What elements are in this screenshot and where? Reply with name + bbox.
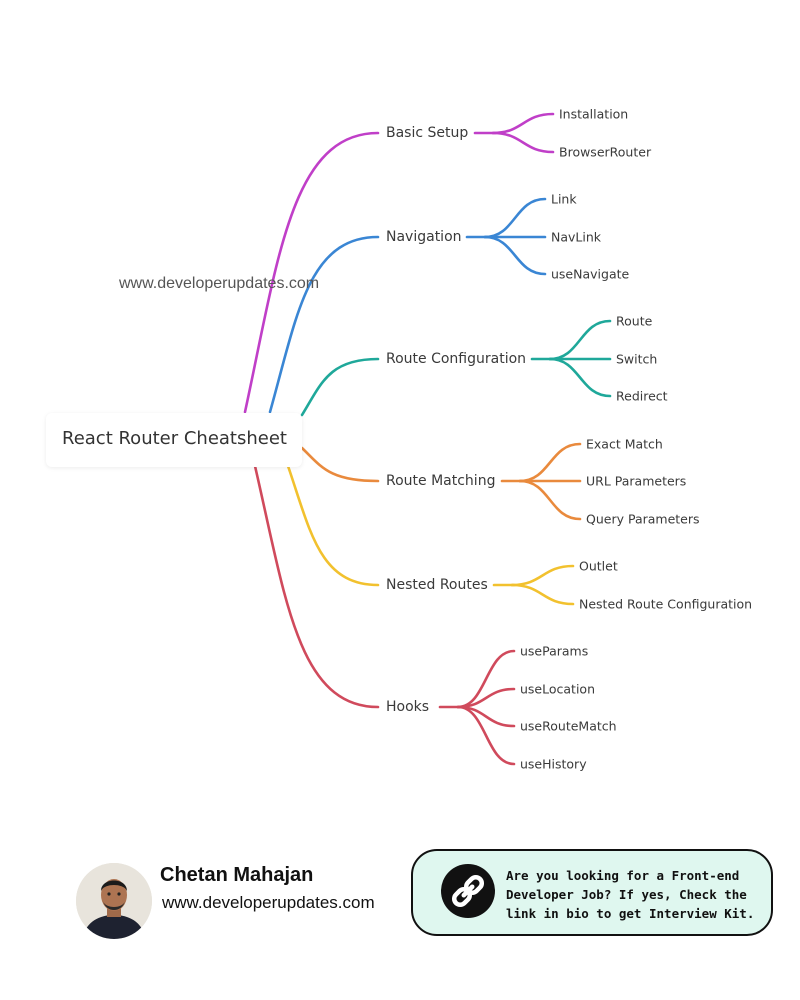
branch-connector xyxy=(286,464,380,587)
leaf-connector xyxy=(548,357,612,398)
leaf-label: useParams xyxy=(520,643,589,659)
leaf-connector xyxy=(456,705,516,766)
leaf-connector xyxy=(491,112,555,135)
leaf-label: Nested Route Configuration xyxy=(579,596,753,612)
leaf-connector xyxy=(510,583,575,606)
branch-connector xyxy=(300,446,380,483)
leaf-label: useLocation xyxy=(520,681,595,697)
leaf-label: useNavigate xyxy=(551,266,630,282)
branch-label: Hooks xyxy=(386,699,430,715)
branch-connector xyxy=(253,464,380,709)
root-node xyxy=(46,413,302,467)
leaf-label: useRouteMatch xyxy=(520,718,617,734)
leaf-label: URL Parameters xyxy=(586,473,687,489)
branch-label: Route Configuration xyxy=(386,351,527,367)
leaf-connector xyxy=(483,235,547,276)
branch-label: Navigation xyxy=(386,229,462,245)
leaf-label: Installation xyxy=(559,106,629,122)
branch-connector xyxy=(268,235,380,414)
leaf-connector xyxy=(518,442,582,483)
leaf-label: Exact Match xyxy=(586,436,663,452)
author-website-link[interactable]: www.developerupdates.com xyxy=(162,893,375,912)
avatar xyxy=(76,863,152,939)
leaf-connector xyxy=(483,197,547,239)
branch-label: Nested Routes xyxy=(386,577,488,593)
watermark: www.developerupdates.com xyxy=(119,275,320,292)
leaf-label: useHistory xyxy=(520,756,587,772)
branch-label: Route Matching xyxy=(386,473,496,489)
leaf-label: NavLink xyxy=(551,229,602,245)
leaf-label: Switch xyxy=(616,351,658,367)
branch-connector xyxy=(243,131,380,414)
leaf-connector xyxy=(518,479,582,521)
author-name: Chetan Mahajan xyxy=(160,864,314,886)
leaf-label: Redirect xyxy=(616,388,668,404)
leaf-connector xyxy=(456,649,516,709)
leaf-label: Link xyxy=(551,191,577,207)
branch-connector xyxy=(300,357,380,417)
leaf-label: Query Parameters xyxy=(586,511,700,527)
promo-text: Are you looking for a Front-end Develope… xyxy=(506,868,755,921)
root-label: React Router Cheatsheet xyxy=(62,428,287,449)
leaf-connector xyxy=(491,131,555,154)
branch-label: Basic Setup xyxy=(386,125,469,141)
leaf-label: BrowserRouter xyxy=(559,144,652,160)
person-icon xyxy=(76,863,152,939)
link-icon xyxy=(441,864,495,918)
leaf-connector xyxy=(548,319,612,361)
leaf-label: Outlet xyxy=(579,558,618,574)
leaf-connector xyxy=(510,564,575,587)
leaf-label: Route xyxy=(616,313,653,329)
